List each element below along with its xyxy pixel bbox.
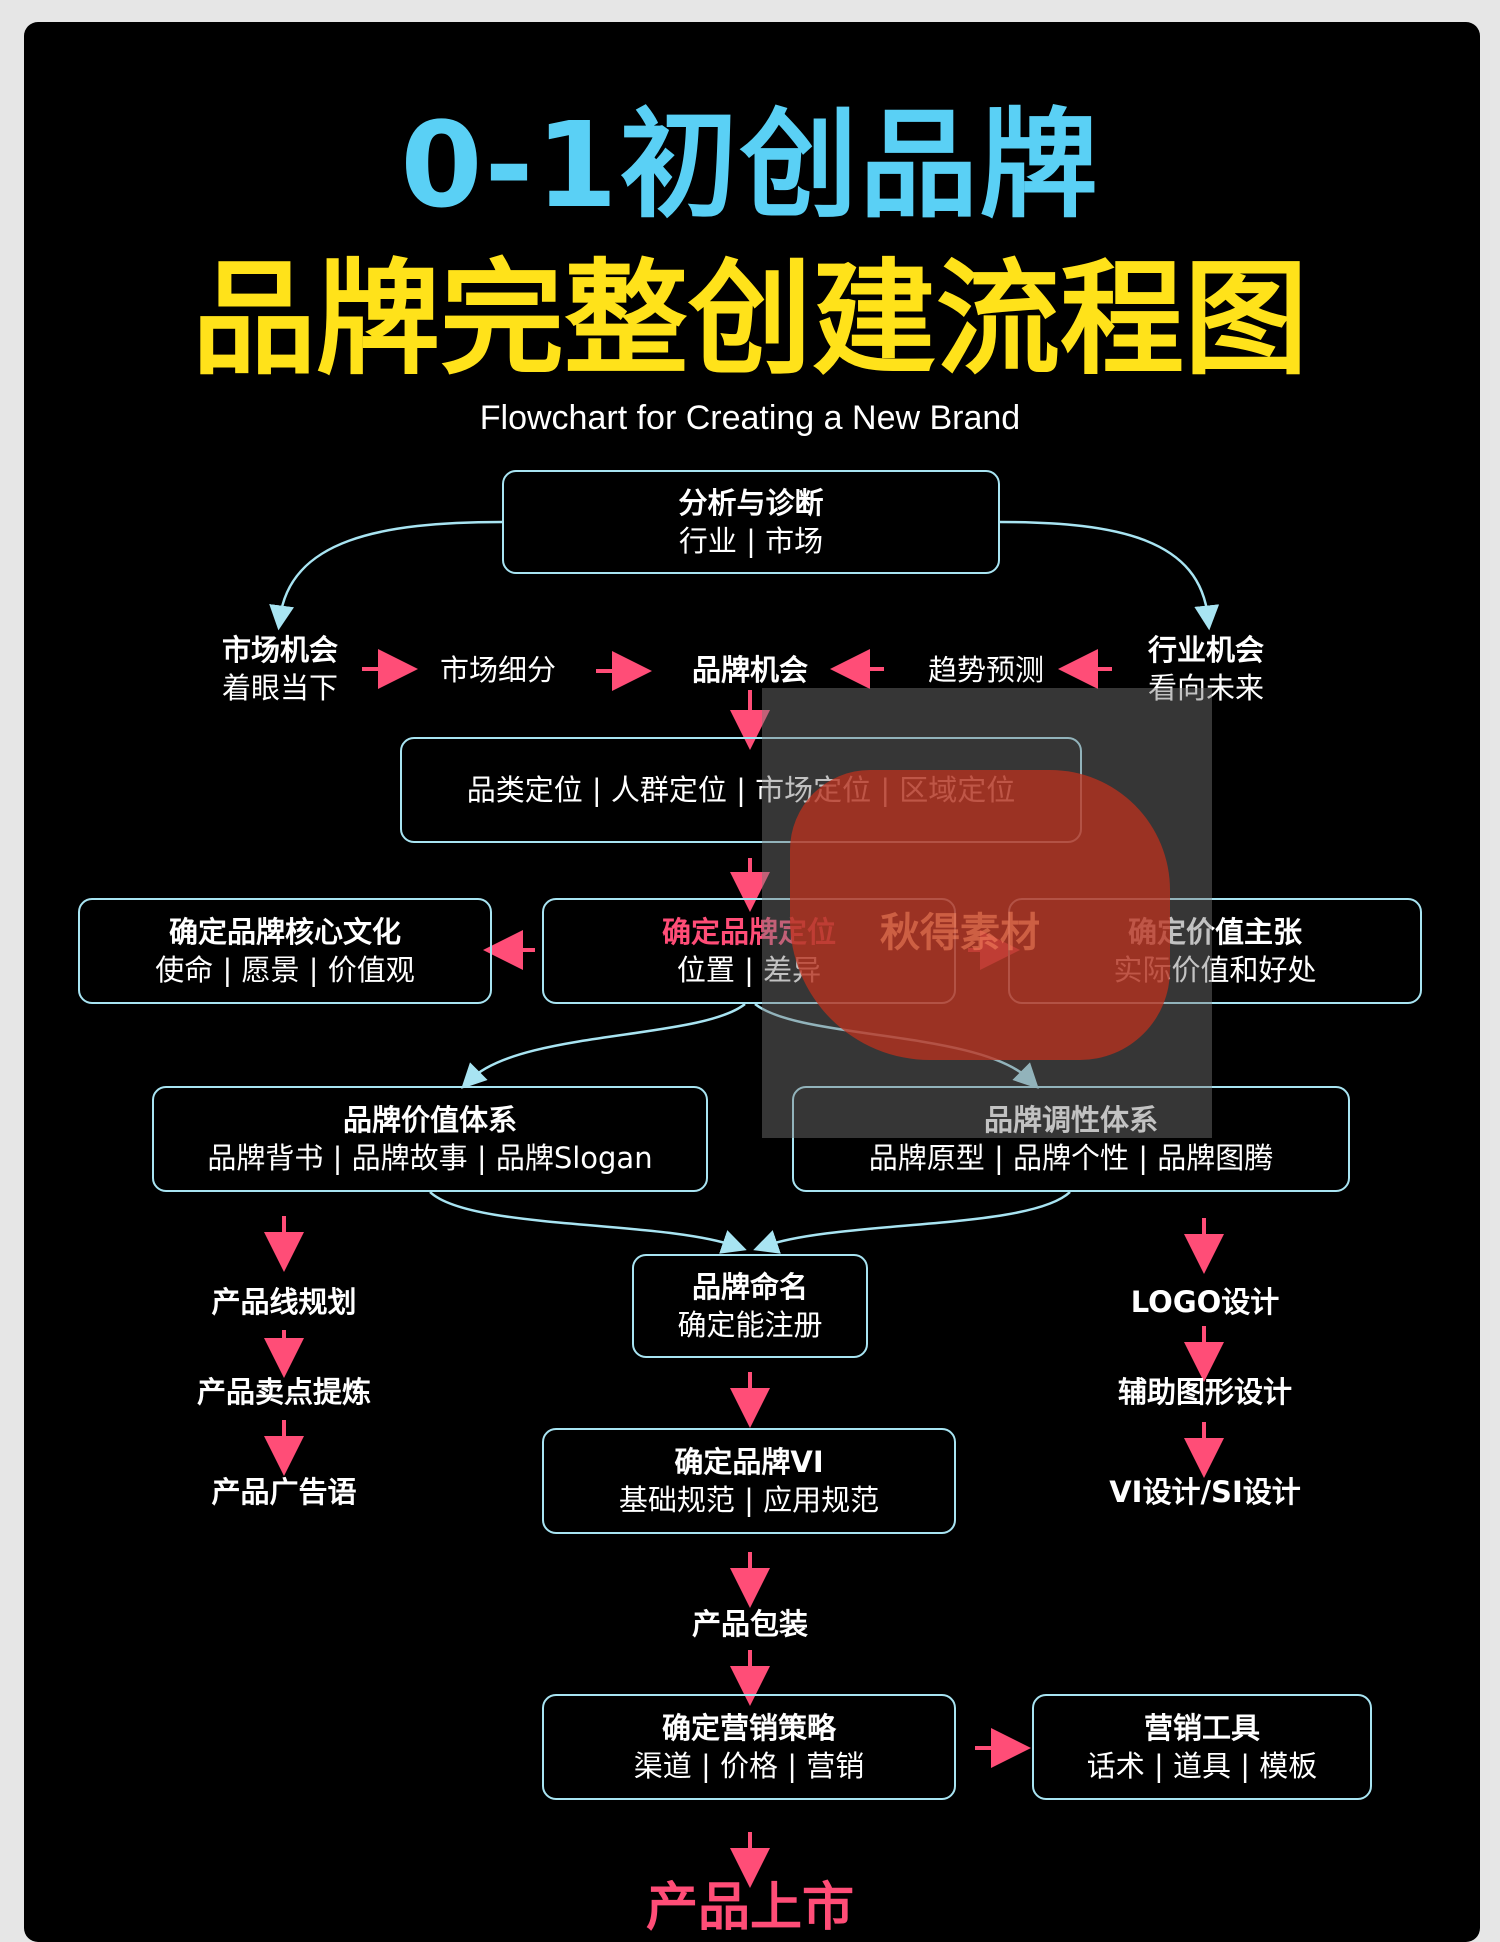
product-line-item: 产品广告语 [211,1475,357,1509]
value-system-sub: 品牌背书 | 品牌故事 | 品牌Slogan [207,1141,653,1175]
naming-box: 品牌命名 确定能注册 [632,1254,868,1358]
core-culture-title: 确定品牌核心文化 [168,915,401,949]
english-subtitle: Flowchart for Creating a New Brand [479,399,1021,437]
vi-sub: 基础规范 | 应用规范 [618,1483,880,1517]
curve-to-industry [999,520,1220,631]
design-line-item: VI设计/SI设计 [1109,1475,1301,1509]
marketing-tools-title: 营销工具 [1143,1711,1260,1745]
watermark-text: 秋得素材 [880,910,1040,956]
marketing-strategy-box: 确定营销策略 渠道 | 价格 | 营销 [542,1694,956,1800]
market-opportunity-title: 市场机会 [221,633,338,667]
product-line-item: 产品卖点提炼 [196,1375,371,1409]
flowchart-canvas [24,22,1480,1942]
main-title-line2: 品牌完整创建流程图 [191,248,1308,392]
launch-label: 产品上市 [645,1878,854,1938]
product-line-item: 产品线规划 [211,1285,357,1319]
tone-system-title: 品牌调性体系 [983,1103,1158,1137]
trend-forecast-label: 趋势预测 [927,653,1044,687]
curve-value-to-naming [429,1191,747,1254]
core-culture-box: 确定品牌核心文化 使命 | 愿景 | 价值观 [78,898,492,1004]
packaging-label: 产品包装 [691,1607,808,1641]
design-line-item: 辅助图形设计 [1117,1375,1292,1409]
marketing-tools-sub: 话术 | 道具 | 模板 [1086,1749,1318,1783]
market-opportunity-sub: 着眼当下 [221,671,338,705]
vi-title: 确定品牌VI [674,1445,824,1479]
analysis-sub: 行业 | 市场 [678,524,824,558]
market-segment-label: 市场细分 [439,653,556,687]
marketing-strategy-title: 确定营销策略 [661,1711,836,1745]
value-system-box: 品牌价值体系 品牌背书 | 品牌故事 | 品牌Slogan [152,1086,708,1192]
naming-title: 品牌命名 [691,1270,808,1304]
industry-opportunity-title: 行业机会 [1147,633,1264,667]
marketing-strategy-sub: 渠道 | 价格 | 营销 [633,1749,865,1783]
main-title-line1: 0-1初创品牌 [400,96,1100,234]
curve-tone-to-naming [753,1191,1071,1254]
naming-sub: 确定能注册 [677,1308,823,1342]
core-culture-sub: 使命 | 愿景 | 价值观 [155,953,415,987]
curve-to-market [269,520,503,631]
tone-system-sub: 品牌原型 | 品牌个性 | 品牌图腾 [868,1141,1274,1175]
design-line-item: LOGO设计 [1130,1285,1280,1319]
analysis-title: 分析与诊断 [678,486,824,520]
tone-system-box: 品牌调性体系 品牌原型 | 品牌个性 | 品牌图腾 [792,1086,1350,1192]
watermark-logo [790,770,1170,1060]
industry-opportunity-sub: 看向未来 [1147,671,1264,705]
vi-box: 确定品牌VI 基础规范 | 应用规范 [542,1428,956,1534]
value-system-title: 品牌价值体系 [342,1103,517,1137]
analysis-box: 分析与诊断 行业 | 市场 [502,470,1000,574]
curve-to-value-system [461,1003,746,1089]
marketing-tools-box: 营销工具 话术 | 道具 | 模板 [1032,1694,1372,1800]
brand-opportunity-label: 品牌机会 [691,653,808,687]
